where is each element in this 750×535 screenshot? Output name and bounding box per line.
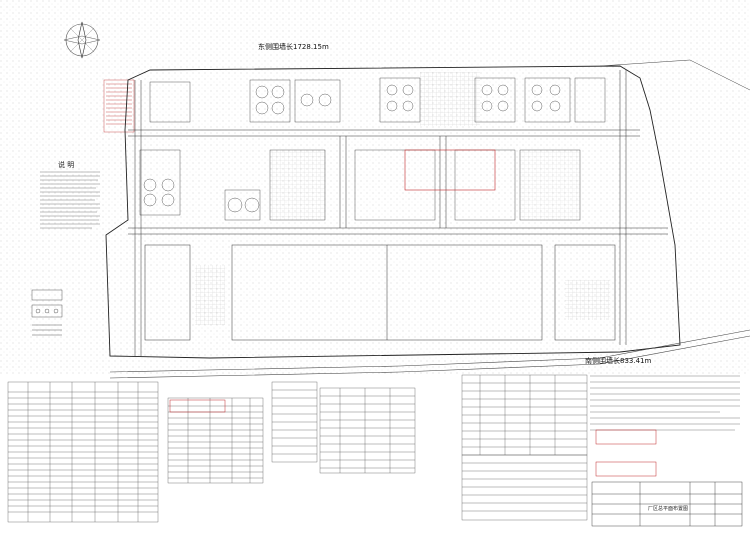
legend-red (103, 79, 135, 133)
terrain-hatch (0, 0, 750, 375)
tank-zone (149, 77, 606, 123)
wall-north-label: 东侧围墙长1728.15m (258, 43, 329, 51)
title-block-name: 厂区总平面布置图 (648, 506, 689, 512)
north-arrow-icon (63, 21, 101, 59)
storage-yard (144, 244, 616, 341)
title-block (591, 481, 743, 527)
wall-south-label: 南侧围墙长833.41m (585, 357, 652, 365)
bottom-tables (7, 374, 740, 523)
internal-roads (128, 70, 668, 356)
site-boundary (105, 65, 681, 359)
notes-title: 说 明 (58, 161, 75, 169)
notes-block (40, 171, 100, 229)
legend-symbols (31, 289, 63, 336)
